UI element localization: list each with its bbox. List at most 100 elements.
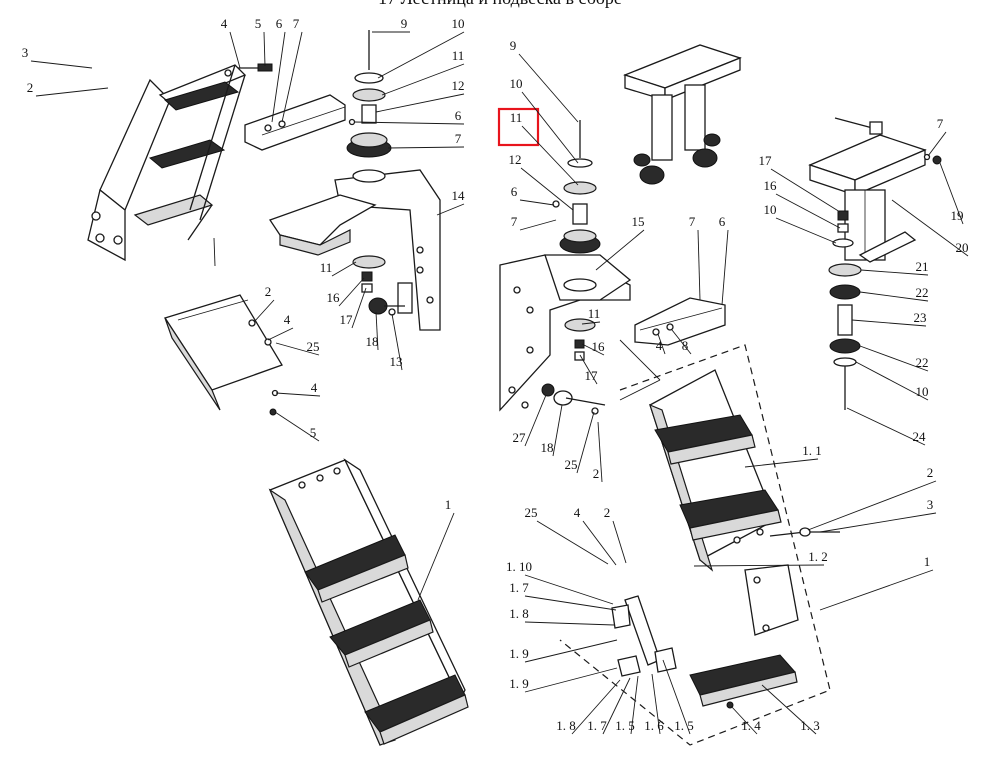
left-callout-8: 11 xyxy=(452,48,465,63)
left-callout-16: 18 xyxy=(366,334,379,349)
left-callout-21: 4 xyxy=(311,380,318,395)
right-callout-28: 1. 8 xyxy=(509,606,529,621)
right-leader-14 xyxy=(524,394,547,447)
left-callout-6: 9 xyxy=(401,16,408,31)
hanger-bracket-14 xyxy=(268,169,441,331)
right-callout-3: 12 xyxy=(509,152,522,167)
right-callout-26: 1. 10 xyxy=(506,559,532,574)
right-leader-19 xyxy=(807,480,937,531)
right-callout-24: 4 xyxy=(574,505,581,520)
left-callout-3: 5 xyxy=(255,16,262,31)
right-leader-34 xyxy=(651,673,661,735)
left-callout-15: 17 xyxy=(340,312,354,327)
right-leader-15 xyxy=(552,404,563,457)
right-callout-14: 27 xyxy=(513,430,527,445)
right-leader-4 xyxy=(519,199,555,206)
right-leader-17 xyxy=(597,421,603,483)
right-callout-16: 25 xyxy=(565,457,578,472)
right-leader-48 xyxy=(855,361,929,401)
right-leader-5 xyxy=(519,219,557,231)
right-callout-30: 1. 9 xyxy=(509,676,529,691)
upper-bracket-right xyxy=(619,297,726,401)
right-leader-21 xyxy=(693,564,825,567)
right-callout-17: 2 xyxy=(593,466,600,481)
left-leader-8 xyxy=(381,63,465,96)
right-callout-32: 1. 7 xyxy=(587,718,607,733)
bolt-stack-right xyxy=(828,263,862,410)
right-callout-41: 16 xyxy=(764,178,778,193)
right-callout-8: 16 xyxy=(592,339,606,354)
right-callout-7: 11 xyxy=(588,306,601,321)
right-callout-44: 21 xyxy=(916,259,929,274)
left-leader-15 xyxy=(351,287,367,329)
left-callout-14: 16 xyxy=(327,290,341,305)
left-leader-18 xyxy=(253,299,275,323)
right-leader-2 xyxy=(521,125,579,186)
left-callout-13: 11 xyxy=(320,260,333,275)
right-leader-0 xyxy=(518,53,579,123)
right-leader-38 xyxy=(927,131,947,157)
right-callout-39: 19 xyxy=(951,208,964,223)
left-leader-12 xyxy=(436,203,465,216)
right-callout-36: 1. 4 xyxy=(741,718,761,733)
right-leader-42 xyxy=(775,217,837,244)
left-callout-22: 5 xyxy=(310,425,317,440)
ladder-1-1-right xyxy=(559,344,840,746)
right-callout-23: 25 xyxy=(525,505,538,520)
right-leader-20 xyxy=(819,512,937,533)
right-leader-7 xyxy=(581,321,601,325)
right-leader-32 xyxy=(602,677,631,735)
diagram-title: 17 Лестница и подвеска в сборе xyxy=(0,0,1000,9)
left-callout-18: 2 xyxy=(265,284,272,299)
left-leader-4 xyxy=(271,31,286,123)
left-leader-2 xyxy=(229,31,241,69)
side-plate-1-right xyxy=(744,564,799,636)
right-leader-6 xyxy=(595,229,645,271)
left-leader-17 xyxy=(391,313,403,371)
left-callout-23: 1 xyxy=(445,497,452,512)
right-leader-39 xyxy=(939,162,964,225)
right-leader-1 xyxy=(521,91,579,164)
right-leader-41 xyxy=(775,193,841,229)
lower-fasteners-left xyxy=(352,255,405,316)
left-leader-11 xyxy=(387,146,465,149)
right-callout-35: 1. 5 xyxy=(674,718,694,733)
left-leader-10 xyxy=(353,121,465,125)
right-callout-13: 8 xyxy=(682,338,689,353)
left-callout-11: 7 xyxy=(455,131,462,146)
left-leader-21 xyxy=(275,392,321,397)
right-leader-8 xyxy=(581,343,605,356)
right-callout-11: 6 xyxy=(719,214,726,229)
left-leader-14 xyxy=(338,277,365,307)
right-callout-6: 15 xyxy=(632,214,645,229)
right-callout-5: 7 xyxy=(511,214,518,229)
highlight-box xyxy=(497,107,540,147)
step-1-3-assembly xyxy=(611,595,798,709)
right-callout-0: 9 xyxy=(510,38,517,53)
right-callout-9: 17 xyxy=(585,368,599,383)
left-callout-20: 25 xyxy=(307,339,320,354)
left-leader-23 xyxy=(417,512,455,601)
right-callout-25: 2 xyxy=(604,505,611,520)
leader-lines xyxy=(30,31,969,735)
left-callout-4: 6 xyxy=(276,16,283,31)
right-callout-38: 7 xyxy=(937,116,944,131)
bolt-stack-left xyxy=(346,30,392,158)
left-callout-5: 7 xyxy=(293,16,300,31)
ladder-1-left xyxy=(268,458,469,746)
upper-ladder-left xyxy=(87,64,247,262)
right-callout-1: 10 xyxy=(510,76,523,91)
left-callout-1: 2 xyxy=(27,80,34,95)
right-callout-4: 6 xyxy=(511,184,518,199)
right-leader-28 xyxy=(524,621,615,626)
left-leader-1 xyxy=(35,87,109,97)
right-callout-42: 10 xyxy=(764,202,777,217)
right-callout-21: 1. 2 xyxy=(808,549,828,564)
right-callout-2: 11 xyxy=(510,110,523,125)
left-leader-19 xyxy=(267,327,294,341)
right-leader-31 xyxy=(571,679,621,735)
right-leader-22 xyxy=(819,569,934,611)
